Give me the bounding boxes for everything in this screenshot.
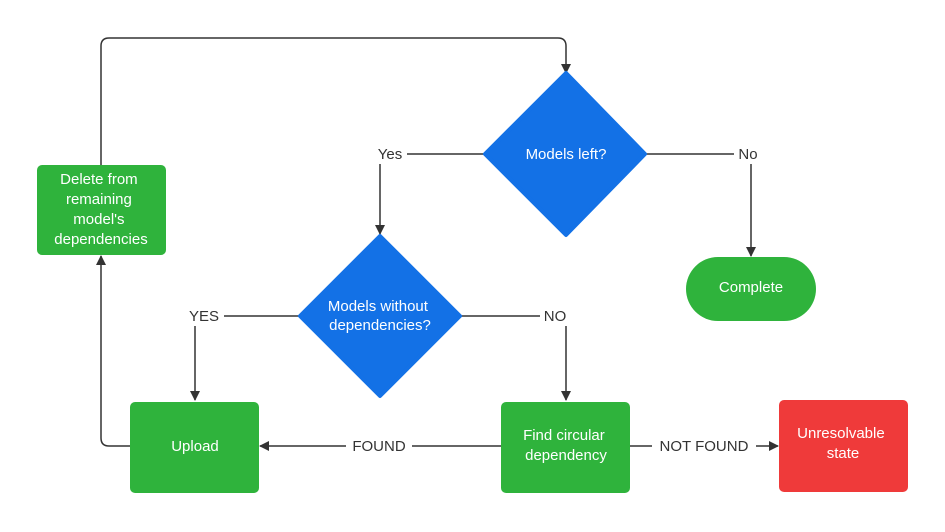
terminal-complete-shape [686, 257, 816, 321]
process-find-circular-label: Find circular dependency [523, 427, 609, 464]
process-unresolvable-state[interactable]: Unresolvable state [779, 400, 908, 492]
edge-label-found: FOUND [352, 438, 405, 455]
process-delete-from-remaining[interactable]: Delete from remaining model's dependenci… [37, 165, 166, 255]
process-upload[interactable]: Upload [130, 402, 259, 493]
edge-label-yes: Yes [378, 146, 402, 163]
edge-label-not-found: NOT FOUND [660, 438, 749, 455]
decision-models-left[interactable]: Models left? [483, 71, 647, 237]
decision-models-left-shape [483, 71, 647, 237]
process-find-circular-shape [501, 402, 630, 493]
process-delete-from-remaining-shape [37, 165, 166, 255]
terminal-complete[interactable]: Complete [686, 257, 816, 321]
process-find-circular[interactable]: Find circular dependency [501, 402, 630, 493]
edge-models-left-yes [375, 153, 485, 235]
process-unresolvable-state-label: Unresolvable state [797, 425, 889, 462]
edges-layer [96, 37, 779, 451]
process-upload-shape [130, 402, 259, 493]
terminal-complete-label: Complete [719, 279, 783, 296]
process-upload-label: Upload [171, 438, 219, 455]
edge-labels-layer: Yes No YES NO FOUND NOT FOUND [184, 144, 762, 456]
decision-models-without-deps-shape [298, 234, 462, 398]
edge-models-without-no [460, 315, 571, 401]
edge-upload-to-delete [96, 255, 130, 447]
decision-models-left-label: Models left? [526, 146, 607, 163]
edge-delete-to-models-left [100, 37, 571, 165]
edge-models-left-no [645, 153, 756, 257]
process-delete-from-remaining-label: Delete from remaining model's dependenci… [54, 171, 147, 248]
nodes-layer: Models left? Models without dependencies… [37, 71, 908, 493]
process-unresolvable-state-shape [779, 400, 908, 492]
edge-models-without-yes [190, 315, 300, 401]
edge-label-no: No [738, 146, 757, 163]
edge-label-no-upper: NO [544, 308, 567, 325]
decision-models-without-deps[interactable]: Models without dependencies? [298, 234, 462, 398]
decision-models-without-deps-label: Models without dependencies? [328, 298, 432, 334]
edge-label-yes-upper: YES [189, 308, 219, 325]
